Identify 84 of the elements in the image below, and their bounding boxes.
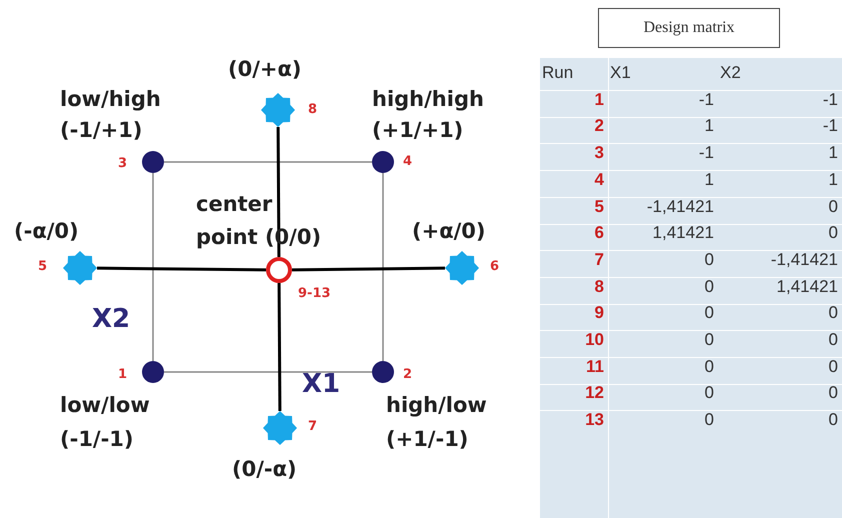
column-header: X1 [610, 64, 631, 81]
point-label: low/high [60, 88, 161, 112]
table-cell: -1 [822, 90, 838, 108]
table-cell: 0 [704, 358, 714, 375]
table-cell: 1,41421 [776, 278, 838, 295]
run-number: 7 [308, 420, 318, 434]
table-cell: 0 [704, 331, 714, 348]
run-number: 13 [585, 411, 604, 428]
run-number: 9-13 [298, 287, 331, 302]
run-number: 3 [118, 157, 128, 172]
table-cell: -1 [698, 90, 714, 108]
run-number: 9 [594, 304, 604, 322]
table-cell: 1 [828, 170, 838, 188]
coordinate-label: (-1/-1) [60, 428, 134, 452]
table-title: Design matrix [643, 19, 735, 37]
point-label: (-α/0) [14, 220, 79, 244]
table-cell: -1 [698, 144, 714, 162]
coordinate-label: (+1/-1) [386, 428, 468, 452]
run-number: 6 [594, 224, 604, 242]
run-number: 10 [585, 331, 604, 348]
run-number: 12 [585, 384, 604, 402]
coordinate-label: (+1/+1) [372, 119, 464, 142]
run-number: 3 [594, 144, 604, 162]
table-cell: -1,41421 [770, 250, 838, 268]
table-cell: 1 [704, 170, 714, 188]
design-point-dot [142, 361, 164, 383]
point-label: (0/-α) [232, 458, 297, 482]
run-number: 1 [118, 368, 128, 382]
table-cell: 0 [704, 304, 714, 322]
run-number: 1 [594, 90, 604, 108]
axis-label: X2 [92, 305, 130, 334]
point-label: high/high [372, 88, 484, 112]
table-cell: 0 [704, 384, 714, 402]
table-cell: 0 [828, 384, 838, 402]
run-number: 2 [403, 368, 412, 382]
table-cell: -1 [822, 117, 838, 134]
connector-line [152, 173, 154, 361]
design-point-dot [372, 151, 394, 173]
run-number: 4 [594, 170, 604, 188]
table-cell: 0 [704, 250, 714, 268]
table-cell: 1 [704, 117, 714, 134]
table-cell: 0 [828, 198, 838, 214]
axial-point-star [261, 93, 295, 127]
run-number: 6 [490, 260, 500, 274]
point-label: low/low [60, 394, 150, 418]
connector-line [382, 173, 384, 361]
table-cell: 0 [704, 411, 714, 428]
run-number: 5 [594, 198, 604, 214]
center-point-ring [266, 257, 292, 283]
table-cell: 0 [828, 331, 838, 348]
axis-line [292, 266, 446, 272]
table-cell: 0 [828, 224, 838, 242]
point-label: (0/+α) [228, 58, 302, 82]
run-number: 11 [586, 358, 604, 375]
design-point-dot [142, 151, 164, 173]
run-number: 7 [594, 250, 604, 268]
run-number: 2 [594, 117, 604, 134]
title-box [598, 8, 780, 48]
run-number: 8 [594, 278, 604, 295]
axial-point-star [263, 411, 297, 445]
axis-line [278, 282, 282, 411]
column-header: X2 [720, 64, 741, 81]
point-label: high/low [386, 394, 487, 418]
axial-point-star [445, 251, 479, 285]
table-cell: 1 [828, 144, 838, 162]
coordinate-label: (-1/+1) [60, 119, 142, 142]
table-cell: 0 [828, 411, 838, 428]
table-cell: 0 [704, 278, 714, 295]
column-header: Run [542, 64, 574, 81]
run-number: 4 [403, 155, 412, 170]
connector-line [164, 371, 372, 373]
table-cell: -1,41421 [646, 198, 714, 214]
connector-line [164, 161, 372, 163]
axis-line [96, 266, 266, 272]
design-point-dot [372, 361, 394, 383]
table-cell: 0 [828, 304, 838, 322]
axis-label: X1 [302, 370, 340, 399]
run-number: 5 [38, 260, 48, 274]
axial-point-star [63, 251, 97, 285]
table-cell: 1,41421 [652, 224, 714, 242]
axis-line [276, 126, 280, 258]
table-cell: 0 [828, 358, 838, 375]
run-number: 8 [308, 103, 318, 118]
point-label: (+α/0) [412, 220, 486, 244]
